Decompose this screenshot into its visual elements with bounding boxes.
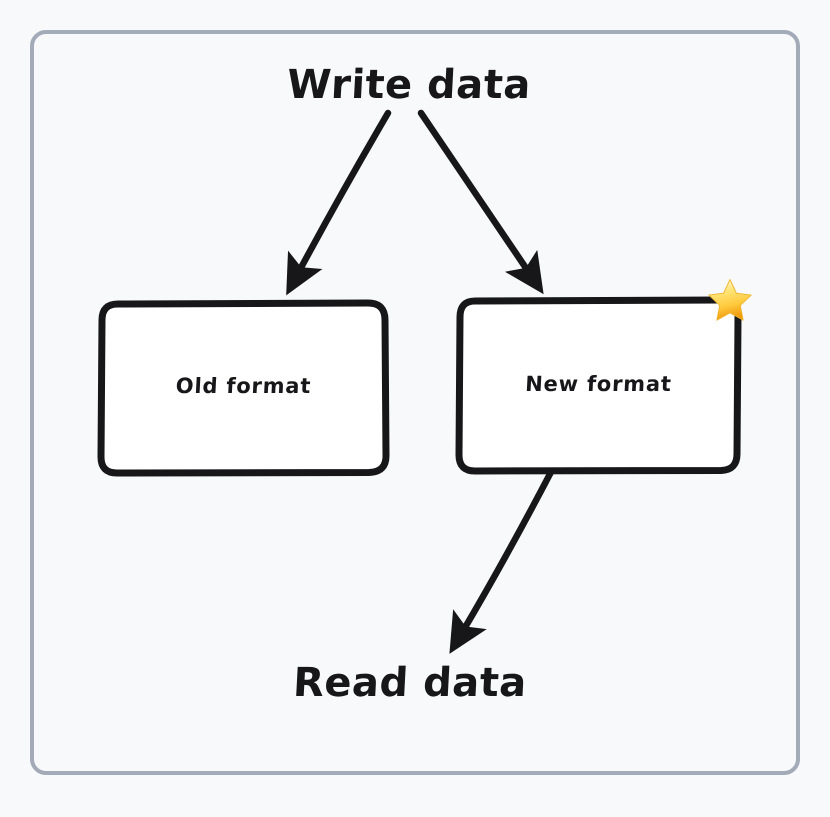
node-new-format[interactable]: New format [459,300,738,471]
node-new-format-label: New format [524,371,673,396]
read-data-label: Read data [291,660,529,706]
star-icon [708,279,752,321]
node-old-format[interactable]: Old format [101,302,386,474]
diagram-frame [30,30,800,775]
node-old-format-label: Old format [175,374,312,398]
write-data-label: Write data [285,62,533,108]
